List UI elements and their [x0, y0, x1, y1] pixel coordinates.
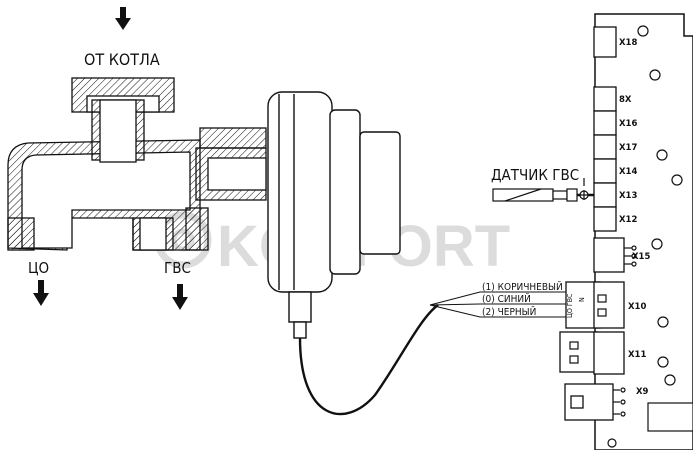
flow-arrow-heating — [33, 280, 49, 306]
connector-label-x10: X10 — [628, 302, 646, 312]
connector-x13-block — [593, 182, 617, 208]
connector-label-x16: X16 — [619, 119, 637, 129]
flow-arrow-dhw — [172, 284, 188, 310]
board-mounting-holes — [607, 25, 683, 448]
three-way-valve-body — [7, 77, 267, 251]
connector-x17-block — [593, 134, 617, 160]
flow-arrow-in — [115, 7, 131, 30]
connector-x16-block — [593, 110, 617, 136]
label-dhw-sensor: ДАТЧИК ГВС — [491, 166, 579, 184]
connector-label-8x: 8X — [619, 95, 632, 105]
plug-label-top: ЦО ГВС — [566, 293, 574, 318]
connector-label-x13: X13 — [619, 191, 637, 201]
control-board: ЦО ГВС N X18 8X X16 X17 X14 X13 X12 X15 … — [559, 13, 693, 450]
connector-label-x18: X18 — [619, 38, 637, 48]
connector-x11-block — [593, 331, 625, 375]
wire-label-brown: (1) КОРИЧНЕВЫЙ — [482, 280, 563, 293]
connector-x14-block — [593, 158, 617, 184]
valve-actuator — [267, 91, 401, 339]
connector-label-x11: X11 — [628, 350, 646, 360]
connector-label-x15: X15 — [632, 252, 650, 262]
connector-x10-block — [593, 281, 625, 329]
dhw-temperature-sensor — [492, 178, 594, 202]
label-from-boiler: ОТ КОТЛА — [84, 50, 160, 69]
label-heating-outlet: ЦО — [28, 259, 49, 277]
plug-label-mid: N — [578, 297, 586, 302]
connector-x12-block — [593, 206, 617, 232]
wire-fan — [429, 291, 592, 318]
connector-label-x14: X14 — [619, 167, 637, 177]
wire-label-black: (2) ЧЕРНЫЙ — [482, 305, 536, 318]
label-dhw-outlet: ГВС — [164, 259, 191, 277]
connector-label-x9: X9 — [636, 387, 649, 397]
connector-x15-block — [593, 237, 625, 273]
actuator-cable — [298, 304, 439, 416]
connector-label-x17: X17 — [619, 143, 637, 153]
connector-x18-block — [593, 26, 617, 58]
connector-label-x12: X12 — [619, 215, 637, 225]
connector-8x-block — [593, 86, 617, 112]
connector-x11-plug — [559, 331, 599, 373]
wire-label-blue: (0) СИНИЙ — [482, 292, 531, 305]
